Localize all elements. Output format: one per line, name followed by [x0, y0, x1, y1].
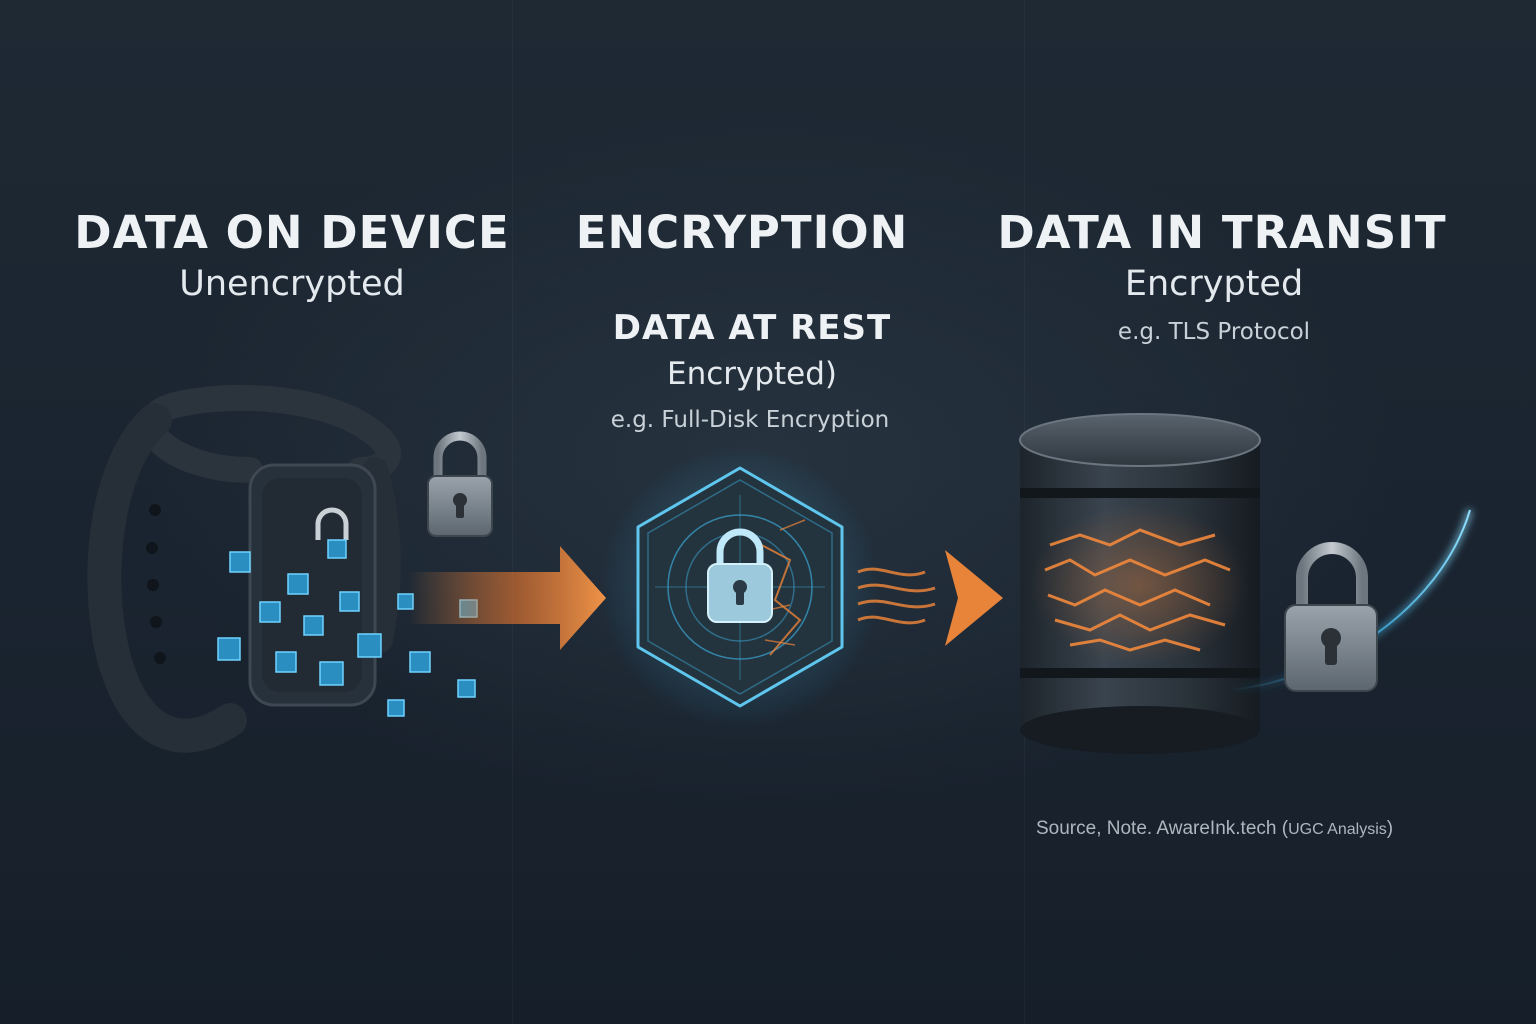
rest-status: Encrypted) [666, 356, 838, 392]
encryption-title: ENCRYPTION [575, 206, 909, 259]
transit-example: e.g. TLS Protocol [1117, 319, 1311, 345]
smartwatch-icon [87, 384, 401, 753]
transit-title: DATA IN TRANSIT [997, 206, 1447, 259]
rest-example: e.g. Full-Disk Encryption [610, 407, 890, 433]
padlock-icon [1284, 542, 1378, 692]
source-main: Source, Note. AwareInk.tech ( [1036, 818, 1289, 839]
source-small: UGC Analysis [1288, 821, 1387, 838]
arrow-right-icon [408, 546, 606, 650]
rest-title: DATA AT REST [612, 308, 892, 348]
source-note: Source, Note. AwareInk.tech (UGC Analysi… [1036, 818, 1393, 840]
device-title: DATA ON DEVICE [74, 206, 510, 259]
transit-status: Encrypted [1124, 264, 1304, 304]
database-cylinder-icon [1019, 413, 1261, 754]
arrow-right-icon [857, 550, 1003, 646]
source-end: ) [1386, 818, 1394, 839]
shield-hexagon-icon [600, 448, 880, 728]
padlock-icon [427, 431, 493, 537]
device-status: Unencrypted [179, 264, 405, 304]
